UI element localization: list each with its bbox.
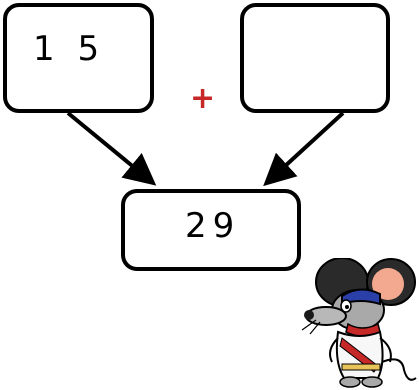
right-arrow [263, 111, 345, 187]
left-arrow [66, 111, 157, 186]
plus-operator: + [190, 81, 216, 116]
left-addend-value: 1 5 [33, 29, 106, 69]
right-addend-box[interactable] [240, 3, 390, 113]
sum-value: 29 [185, 206, 241, 246]
sum-box: 29 [121, 189, 301, 271]
left-addend-box: 1 5 [3, 3, 154, 113]
cartoon-mouse-icon [301, 258, 417, 388]
